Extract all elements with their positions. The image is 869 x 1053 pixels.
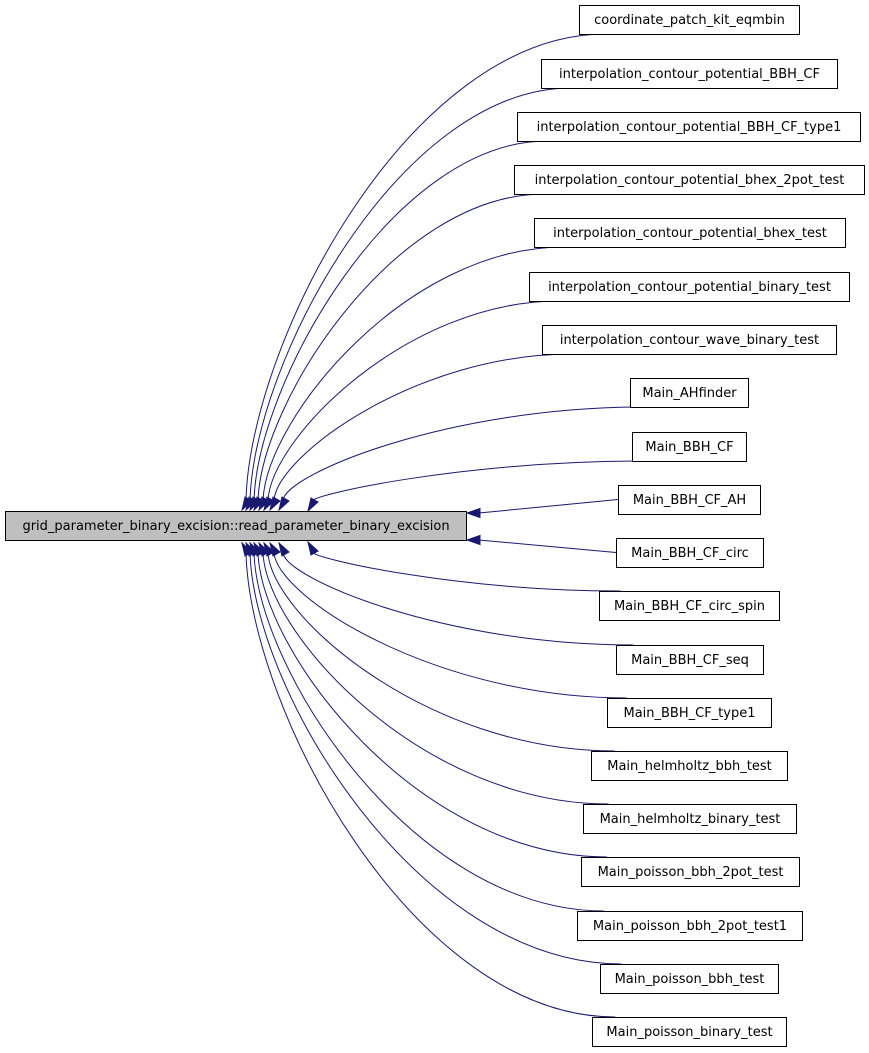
arrowhead-icon (465, 534, 481, 546)
caller-node-label: interpolation_contour_wave_binary_test (560, 333, 819, 348)
call-edge (478, 539, 617, 553)
arrowhead-icon (278, 496, 290, 512)
caller-node[interactable]: Main_BBH_CF_AH (618, 485, 761, 515)
caller-node-box (583, 804, 797, 834)
root-node-box (5, 511, 467, 541)
caller-node[interactable]: interpolation_contour_potential_bhex_2po… (514, 165, 865, 195)
caller-node-label: Main_BBH_CF_seq (631, 653, 749, 668)
caller-node[interactable]: Main_helmholtz_binary_test (583, 804, 797, 834)
caller-node[interactable]: Main_BBH_CF_type1 (607, 698, 772, 728)
call-edge (478, 499, 619, 514)
caller-node[interactable]: interpolation_contour_wave_binary_test (542, 325, 837, 355)
caller-node[interactable]: interpolation_contour_potential_binary_t… (529, 272, 850, 302)
call-edge (267, 300, 560, 501)
caller-node-box (579, 5, 800, 35)
caller-node[interactable]: Main_BBH_CF_circ_spin (599, 591, 780, 621)
caller-node[interactable]: Main_BBH_CF_seq (616, 645, 764, 675)
caller-node-label: Main_poisson_bbh_2pot_test (598, 865, 784, 880)
caller-node-box (541, 59, 838, 89)
caller-edges (241, 33, 646, 1018)
caller-node-box (616, 645, 764, 675)
caller-node-box (514, 165, 865, 195)
caller-node-box (616, 538, 764, 568)
call-edge (257, 193, 545, 501)
caller-node-label: Main_BBH_CF_AH (633, 493, 746, 508)
caller-node-label: interpolation_contour_potential_bhex_2po… (535, 173, 845, 188)
caller-node[interactable]: Main_poisson_bbh_test (600, 964, 779, 994)
caller-node[interactable]: Main_BBH_CF (632, 432, 747, 462)
caller-node-box (534, 218, 846, 248)
root-node[interactable]: grid_parameter_binary_excision::read_par… (5, 511, 467, 541)
caller-node[interactable]: interpolation_contour_potential_BBH_CF_t… (517, 112, 861, 142)
caller-node-label: Main_helmholtz_binary_test (600, 812, 781, 827)
call-edge (253, 552, 605, 912)
call-edge (245, 552, 616, 1018)
caller-node-label: Main_AHfinder (642, 386, 737, 401)
caller-node-label: interpolation_contour_potential_BBH_CF_t… (537, 120, 842, 135)
call-edge (282, 406, 645, 501)
caller-node-box (542, 325, 837, 355)
call-edge (311, 460, 646, 502)
caller-node[interactable]: Main_poisson_bbh_2pot_test1 (577, 911, 803, 941)
call-edge (273, 552, 627, 699)
caller-node-box (517, 112, 861, 142)
call-edge (257, 552, 608, 858)
arrowhead-icon (241, 541, 253, 557)
caller-node-label: Main_BBH_CF_type1 (623, 706, 755, 721)
caller-node-label: Main_poisson_bbh_test (615, 972, 765, 987)
caller-node-box (529, 272, 850, 302)
call-edge (249, 87, 572, 501)
call-edge (311, 551, 621, 592)
call-edge (282, 552, 634, 646)
caller-node-box (618, 485, 761, 515)
call-edge (253, 140, 548, 501)
arrowhead-icon (307, 540, 319, 556)
caller-node-label: Main_BBH_CF (645, 440, 733, 455)
caller-node-label: Main_BBH_CF_circ (631, 546, 749, 561)
caller-node[interactable]: Main_poisson_bbh_2pot_test (581, 857, 800, 887)
call-edge (249, 552, 622, 965)
caller-node[interactable]: Main_BBH_CF_circ (616, 538, 764, 568)
arrowhead-icon (269, 496, 281, 512)
caller-node-box (607, 698, 772, 728)
caller-nodes: coordinate_patch_kit_eqmbin interpolation… (514, 5, 865, 1047)
caller-node[interactable]: Main_AHfinder (630, 378, 749, 408)
caller-node-box (599, 591, 780, 621)
caller-node[interactable]: interpolation_contour_potential_BBH_CF (541, 59, 838, 89)
caller-node-box (577, 911, 803, 941)
caller-node-label: coordinate_patch_kit_eqmbin (594, 13, 785, 28)
root-node-label: grid_parameter_binary_excision::read_par… (22, 519, 449, 534)
caller-node[interactable]: Main_helmholtz_bbh_test (591, 751, 788, 781)
call-edge (262, 552, 609, 805)
caller-node-label: Main_poisson_bbh_2pot_test1 (593, 919, 787, 934)
caller-node-label: Main_poisson_binary_test (606, 1025, 772, 1040)
caller-node-box (581, 857, 800, 887)
caller-node-label: interpolation_contour_potential_BBH_CF (559, 67, 820, 82)
call-edge (262, 246, 565, 501)
caller-node-label: Main_helmholtz_bbh_test (607, 759, 771, 774)
caller-node[interactable]: coordinate_patch_kit_eqmbin (579, 5, 800, 35)
caller-node[interactable]: Main_poisson_binary_test (592, 1017, 787, 1047)
call-edge (245, 33, 606, 501)
caller-node-box (632, 432, 747, 462)
caller-node-label: interpolation_contour_potential_bhex_tes… (553, 226, 827, 241)
arrowhead-icon (307, 497, 319, 513)
arrowhead-icon (278, 541, 290, 557)
caller-node-box (600, 964, 779, 994)
caller-node-box (630, 378, 749, 408)
caller-node-label: Main_BBH_CF_circ_spin (614, 599, 765, 614)
arrowhead-icon (465, 507, 481, 519)
arrowhead-icon (263, 496, 275, 512)
caller-node-box (592, 1017, 787, 1047)
caller-node-box (591, 751, 788, 781)
call-edge (273, 353, 573, 501)
call-edge (267, 552, 615, 752)
caller-node-label: interpolation_contour_potential_binary_t… (548, 280, 831, 295)
caller-node[interactable]: interpolation_contour_potential_bhex_tes… (534, 218, 846, 248)
